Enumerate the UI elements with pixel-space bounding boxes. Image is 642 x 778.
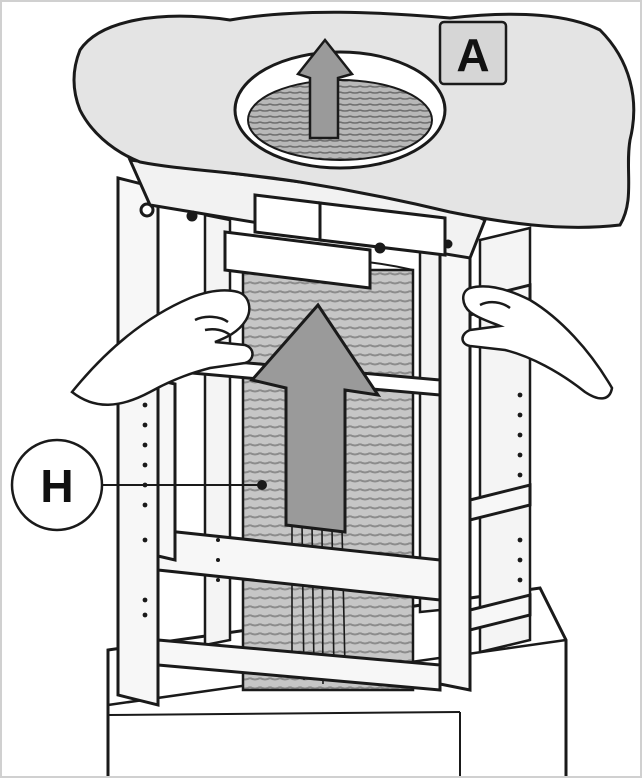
lift-arrow xyxy=(249,302,382,534)
frame-perforations xyxy=(142,392,523,618)
label-a: A xyxy=(438,20,508,86)
right-hand xyxy=(461,285,614,400)
label-h: H xyxy=(10,438,267,532)
label-h-text: H xyxy=(40,460,73,512)
left-hand xyxy=(70,289,254,406)
label-a-text: A xyxy=(456,29,489,81)
mounting-bracket xyxy=(127,158,487,290)
ceiling-arrow xyxy=(295,37,355,140)
